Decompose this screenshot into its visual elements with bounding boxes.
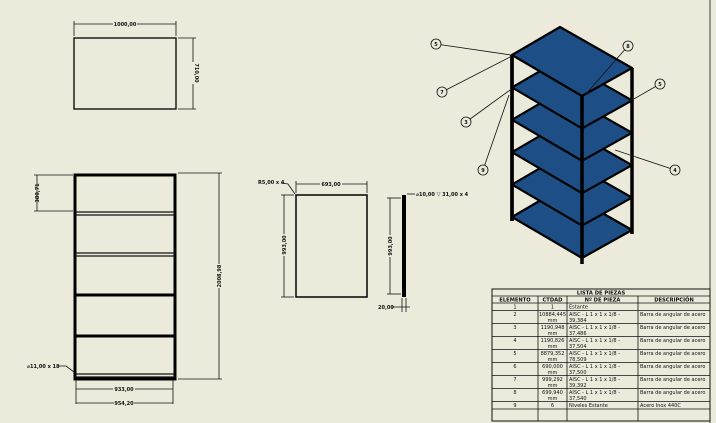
description-cell: Acero Inox 440C (640, 403, 681, 409)
element-cell: 5 (513, 351, 516, 357)
quantity-cell: 6 (551, 403, 554, 409)
leader-line (441, 56, 511, 93)
part-number-cell: AISC - L 1 x 1 x 1/8 -39,392 (569, 377, 620, 389)
description-cell: Barra de angular de acero (640, 312, 705, 318)
top-view-outline (73, 37, 177, 110)
table-row: 9 6 Niveles Estante Acero Inox 440C (513, 403, 681, 409)
shelf-width-dimension: 693,00 (321, 182, 341, 188)
column-header: DESCRIPCIÓN (654, 297, 694, 304)
element-cell: 7 (513, 377, 516, 383)
item-balloon (654, 78, 666, 90)
parts-list-table: LISTA DE PIEZAS ELEMENTO CTDAD Nº DE PIEZA D… (491, 288, 711, 422)
element-cell: 2 (513, 312, 516, 318)
element-cell: 4 (513, 338, 516, 344)
description-cell: Barra de angular de acero (640, 377, 705, 383)
balloon-number: 8 (626, 44, 630, 50)
item-balloon (460, 116, 472, 128)
column-header: CTDAD (543, 298, 564, 304)
element-cell: 8 (513, 390, 516, 396)
hole-note: ⌀11,00 x 18 (27, 364, 60, 370)
shelf-detail-view: R5,00 x 4 693,00 993,00 ⌀10,00 ▽ 31,00 x… (258, 180, 469, 312)
leader-line (584, 45, 629, 96)
side-height-dimension: 993,00 (388, 236, 394, 256)
thickness-dimension: 20,00 (378, 305, 394, 311)
outer-width-dimension: 954,20 (114, 401, 134, 407)
width-dimension: 1000,00 (114, 22, 137, 28)
balloon-number: 5 (434, 42, 438, 48)
leader-line (435, 43, 512, 56)
part-number-cell: Niveles Estante (569, 403, 608, 409)
inner-width-dimension: 933,00 (114, 387, 134, 393)
part-number-cell: AISC - L 1 x 1 x 1/8 -39,384 (569, 312, 620, 324)
item-balloon (477, 164, 489, 176)
top-view: 1000,00 710,00 (73, 21, 199, 110)
quantity-cell: 1 (551, 305, 554, 311)
description-cell: Barra de angular de acero (640, 390, 705, 396)
corner-note: R5,00 x 4 (258, 180, 285, 186)
shelf-side-profile (402, 195, 406, 297)
leader-line (482, 94, 510, 171)
element-cell: 9 (513, 403, 516, 409)
part-number-cell: AISC - L 1 x 1 x 1/8 -37,486 (569, 325, 620, 337)
part-number-cell: AISC - L 1 x 1 x 1/8 -37,500 (569, 364, 620, 376)
shelf-gap-dimension: 380,71 (35, 183, 41, 203)
height-dimension: 2008,98 (217, 264, 223, 287)
description-cell: Barra de angular de acero (640, 325, 705, 331)
shelf-height-dimension: 993,00 (282, 235, 288, 255)
element-cell: 6 (513, 364, 516, 370)
balloon-number: 3 (464, 120, 468, 126)
item-balloon (622, 40, 634, 52)
column-header: Nº DE PIEZA (585, 298, 621, 304)
part-number-cell: AISC - L 1 x 1 x 1/8 -37,504 (569, 338, 620, 350)
balloon-number: 5 (658, 82, 662, 88)
balloon-number: 9 (481, 168, 485, 174)
item-balloon (436, 86, 448, 98)
balloon-number: 4 (673, 168, 677, 174)
depth-dimension: 710,00 (193, 63, 199, 83)
column-header: ELEMENTO (499, 298, 531, 304)
description-cell: Barra de angular de acero (640, 351, 705, 357)
part-number-cell: AISC - L 1 x 1 x 1/8 -37,540 (569, 390, 620, 402)
isometric-view: 5 7 3 9 8 5 4 (430, 25, 681, 264)
front-view-frame (73, 173, 177, 381)
balloon-number: 7 (440, 90, 444, 96)
element-cell: 1 (513, 305, 516, 311)
item-balloon (430, 38, 442, 50)
front-view: 380,71 2008,98 ⌀11,00 x 18 933,00 954,20 (27, 172, 223, 407)
description-cell: Barra de angular de acero (640, 338, 705, 344)
table-row: 1 1 Estante (513, 305, 588, 311)
element-cell: 3 (513, 325, 516, 331)
leader-line (465, 89, 511, 123)
shelf-outline (295, 194, 368, 298)
shelf-hole-note: ⌀10,00 ▽ 31,00 x 4 (416, 192, 469, 198)
part-number-cell: Estante (569, 305, 588, 311)
item-balloon (669, 164, 681, 176)
leader-line (614, 149, 676, 171)
description-cell: Barra de angular de acero (640, 364, 705, 370)
parts-list-title: LISTA DE PIEZAS (577, 291, 626, 297)
part-number-cell: AISC - L 1 x 1 x 1/8 -78,509 (569, 351, 620, 363)
